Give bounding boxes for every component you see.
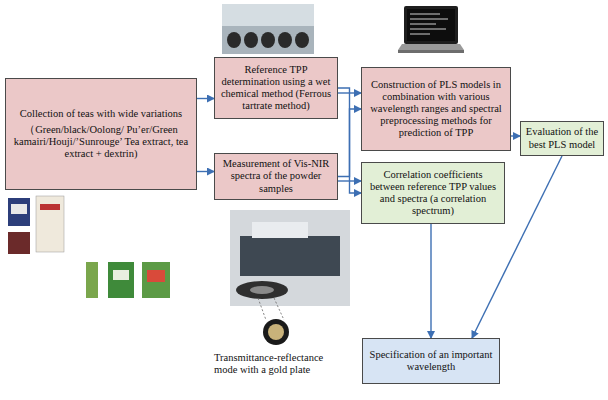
box-text: Collection of teas with wide variations	[20, 108, 182, 120]
flow-arrow	[338, 180, 361, 181]
process-box: Collection of teas with wide variations （…	[5, 78, 197, 190]
box-text: Reference TPP determination using a wet …	[219, 64, 333, 112]
process-box: Correlation coefficients between referen…	[361, 162, 505, 224]
process-box: Measurement of Vis-NIR spectra of the po…	[214, 153, 338, 200]
process-box: Construction of PLS models in combinatio…	[361, 67, 511, 151]
beaker-photo	[222, 4, 314, 54]
process-box: Reference TPP determination using a wet …	[214, 57, 338, 119]
flow-arrow	[338, 88, 361, 193]
box-text: Evaluation of the best PLS model	[525, 126, 599, 150]
box-subtext: （Green/black/Oolong/ Pu’er/Green kamairi…	[10, 124, 192, 160]
image-caption: Transmittance-reflectance mode with a go…	[214, 352, 326, 376]
gold-plate-icon	[263, 319, 289, 345]
laptop-icon	[398, 6, 464, 53]
flow-arrow	[511, 135, 520, 136]
leader-line	[274, 298, 284, 320]
box-text: Correlation coefficients between referen…	[366, 169, 500, 217]
flow-arrow	[430, 224, 431, 338]
leader-line	[258, 298, 266, 320]
box-text: Specification of an important wavelength	[367, 349, 495, 373]
photo-background	[222, 4, 314, 26]
box-text: Measurement of Vis-NIR spectra of the po…	[219, 158, 333, 194]
flow-arrow	[197, 98, 214, 99]
tea-packages	[8, 196, 170, 298]
box-text: Construction of PLS models in combinatio…	[366, 79, 506, 139]
process-box: Evaluation of the best PLS model	[520, 121, 604, 156]
flow-arrow	[197, 171, 214, 172]
tea-cups	[227, 32, 309, 48]
process-box: Specification of an important wavelength	[362, 338, 500, 384]
spectrometer-photo	[230, 210, 350, 306]
